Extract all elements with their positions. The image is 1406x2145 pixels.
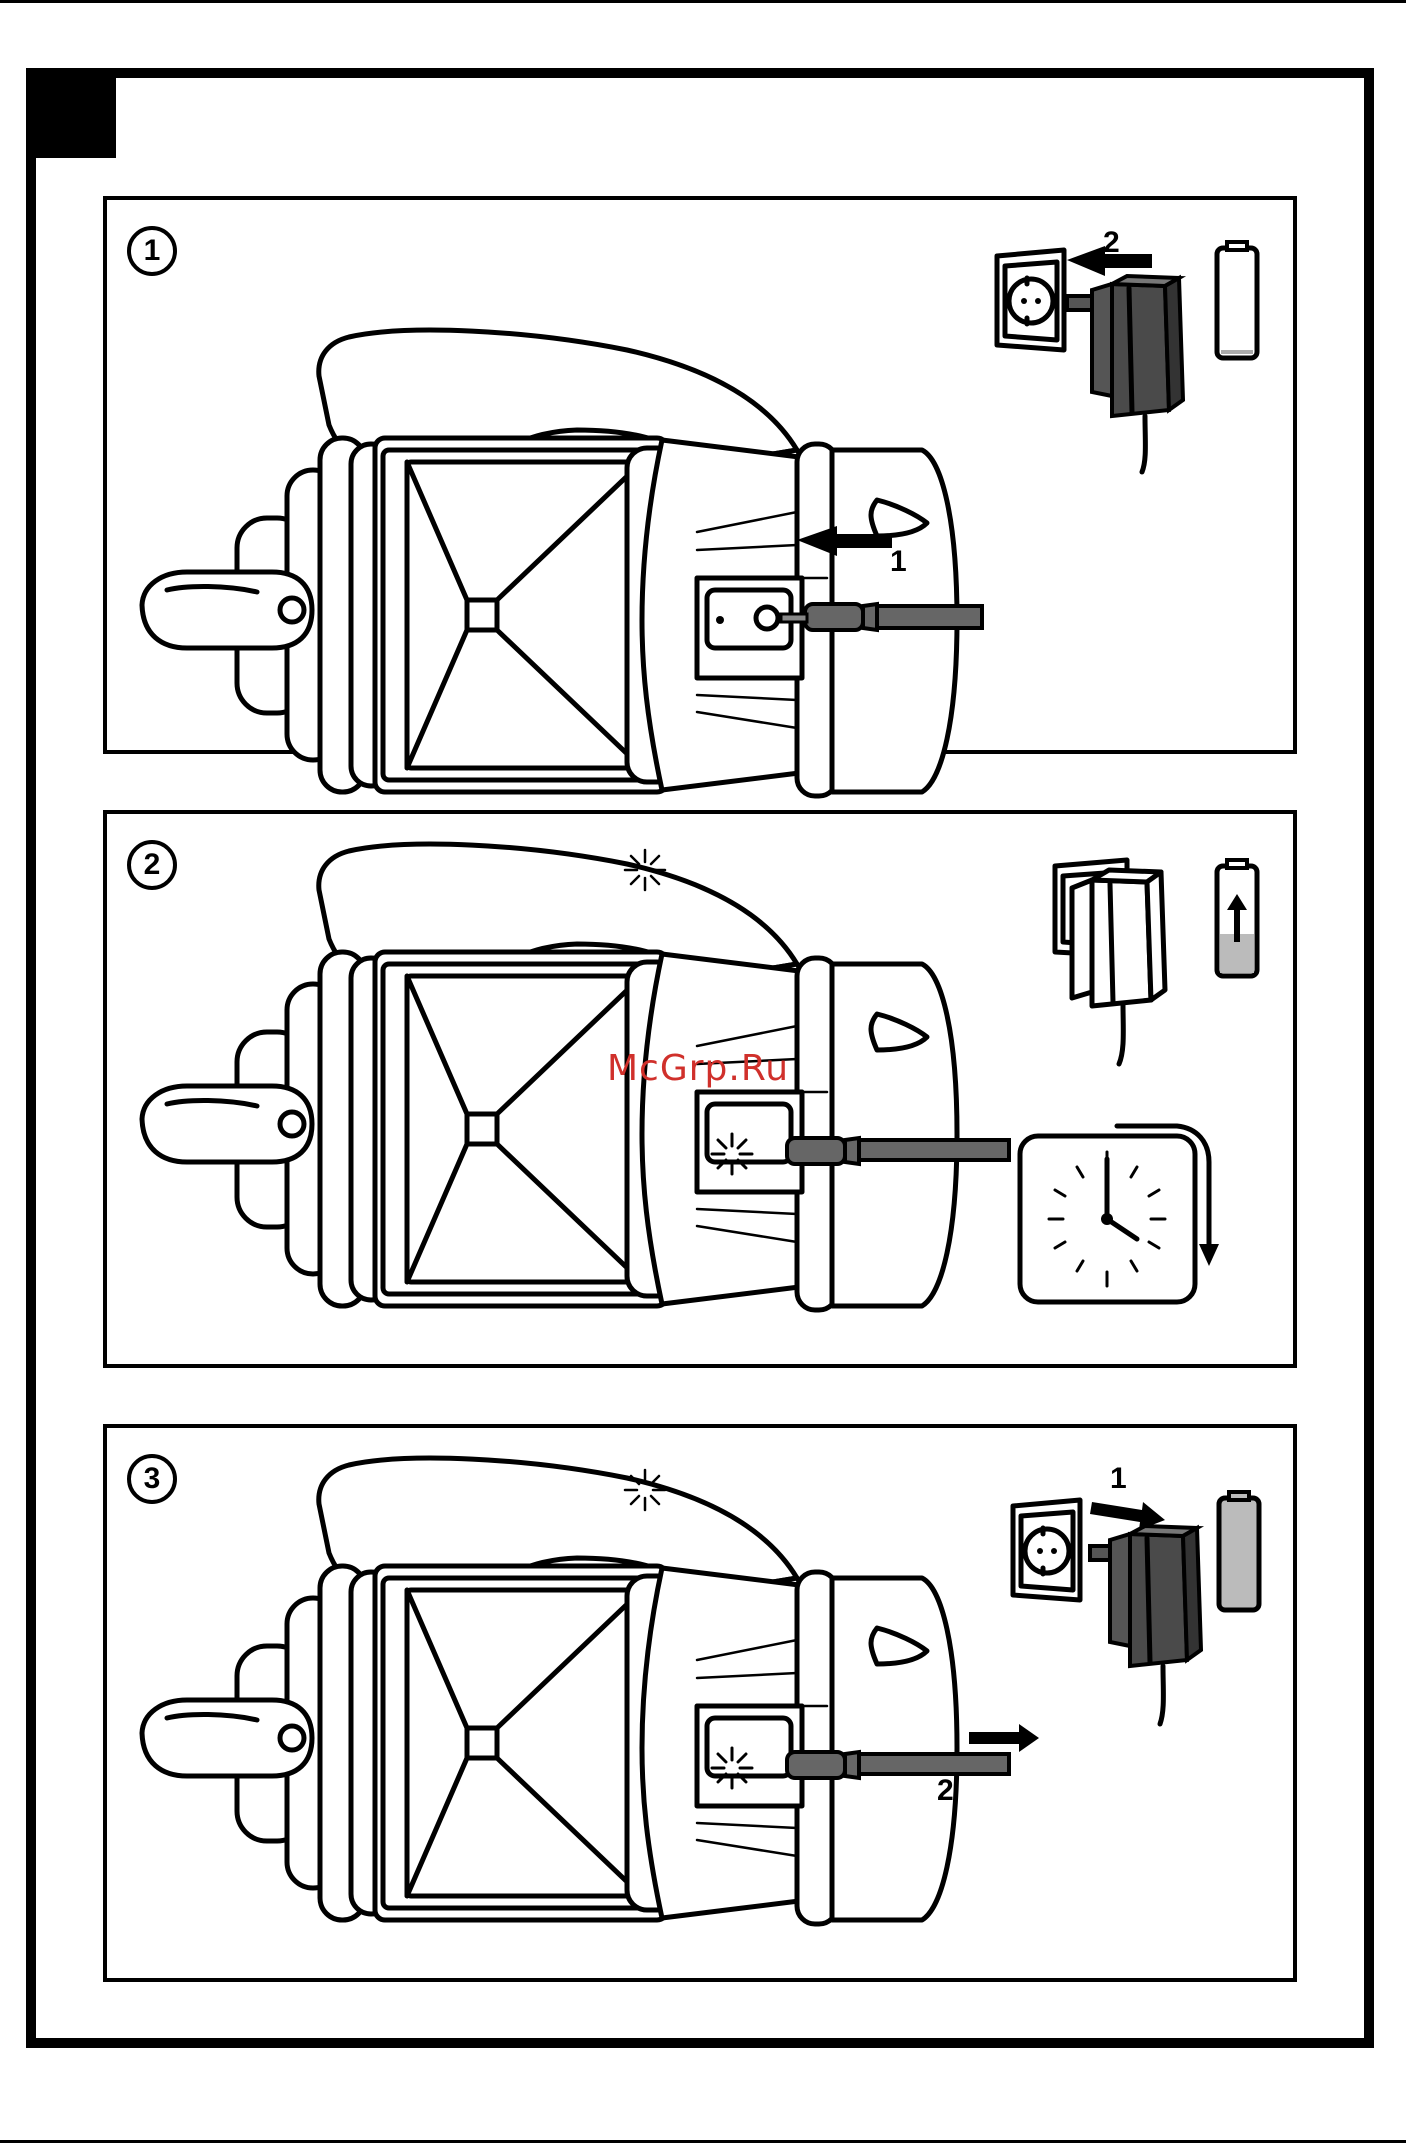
- step-number-3: 3: [127, 1454, 177, 1504]
- charging-led-icon: [625, 850, 665, 890]
- power-adapter-icon: [1090, 1526, 1201, 1724]
- unplug-arrow-icon: [969, 1724, 1039, 1752]
- step-panel-2: 2: [103, 810, 1297, 1368]
- clock-icon: [1020, 1126, 1219, 1302]
- battery-full-icon: [1219, 1492, 1259, 1610]
- step-number-2: 2: [127, 840, 177, 890]
- callout-1: 1: [1110, 1462, 1127, 1496]
- wall-socket-icon: [1013, 1500, 1080, 1600]
- step-number-1: 1: [127, 226, 177, 276]
- callout-1: 1: [890, 545, 907, 579]
- top-rule: [0, 0, 1406, 3]
- watermark-text: McGrp.Ru: [607, 1048, 789, 1089]
- power-adapter-icon: [1067, 276, 1183, 472]
- dc-plug-icon: [781, 604, 982, 630]
- wall-socket-icon: [997, 250, 1064, 350]
- lamp-icon: [142, 330, 957, 796]
- step-2-illustration: [107, 814, 1293, 1364]
- step-panel-1: 1 1 2: [103, 196, 1297, 754]
- step-panel-3: 3 1 2: [103, 1424, 1297, 1982]
- step-3-illustration: [107, 1428, 1293, 1978]
- dc-plug-icon: [787, 1752, 1009, 1778]
- lamp-icon: [142, 844, 957, 1310]
- dc-plug-icon: [787, 1138, 1009, 1164]
- battery-empty-icon: [1217, 242, 1257, 358]
- section-tab: [26, 68, 116, 158]
- battery-charging-icon: [1217, 860, 1257, 976]
- callout-2: 2: [1103, 226, 1120, 260]
- lamp-icon: [142, 1458, 957, 1924]
- bottom-rule: [0, 2140, 1406, 2143]
- callout-2: 2: [937, 1774, 954, 1808]
- step-1-illustration: [107, 200, 1293, 750]
- power-adapter-icon: [1072, 870, 1165, 1064]
